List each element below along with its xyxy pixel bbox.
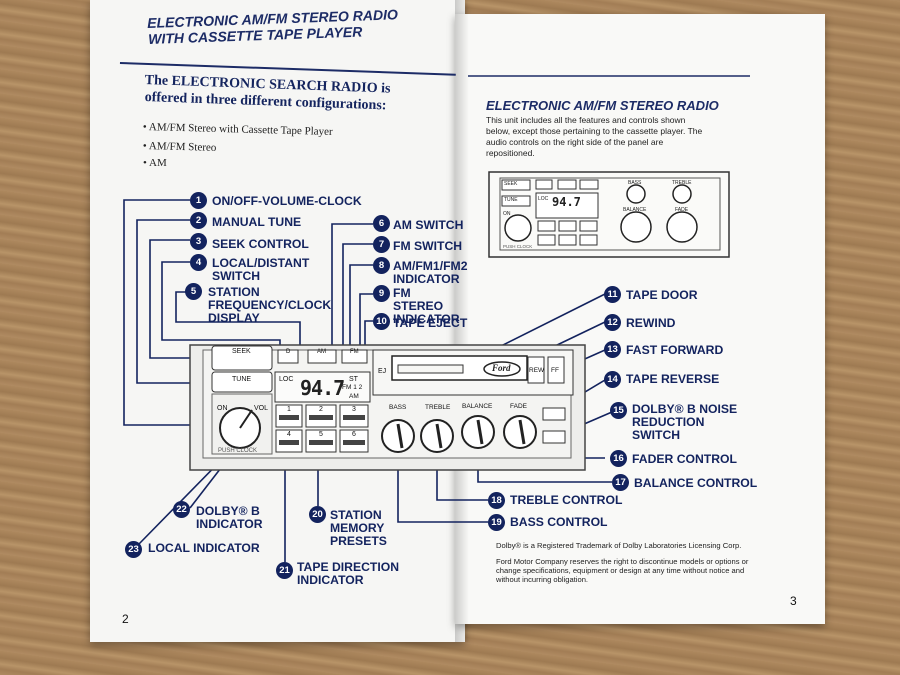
callout-14-badge: 14 (604, 371, 621, 388)
d-button-label: D (286, 349, 291, 355)
callout-10-badge: 10 (373, 313, 390, 330)
callout-1-badge: 1 (190, 192, 207, 209)
ford-note-line3: without incurring obligation. (496, 575, 589, 584)
callout-20-badge: 20 (309, 506, 326, 523)
config-item-3: • AM (143, 157, 167, 169)
mini-frequency-display: 94.7 (552, 195, 581, 209)
push-clock-label: PUSH CLOCK (218, 448, 258, 454)
preset-2-label: 2 (319, 406, 323, 413)
on-label: ON (217, 405, 228, 412)
callout-15-label: DOLBY® B NOISE REDUCTION SWITCH (632, 402, 738, 442)
right-page (455, 14, 825, 624)
callout-3-label: SEEK CONTROL (212, 237, 309, 251)
callout-11-badge: 11 (604, 286, 621, 303)
mini-on-label: ON (503, 211, 511, 217)
am-indicator-label: AM (349, 393, 359, 400)
loc-label: LOC (279, 376, 294, 383)
callout-8-label: AM/FM1/FM2 INDICATOR (393, 259, 468, 286)
callout-7-badge: 7 (373, 236, 390, 253)
preset-5-label: 5 (319, 431, 323, 438)
callout-22-badge: 22 (173, 501, 190, 518)
frequency-display: 94.7 (300, 376, 345, 400)
callout-23-badge: 23 (125, 541, 142, 558)
right-page-number: 3 (790, 594, 797, 608)
ford-logo: Ford (492, 363, 511, 373)
mini-treble-label: TREBLE (672, 180, 692, 186)
fade-knob-label: FADE (510, 403, 527, 410)
fm12-label: FM 1 2 (342, 384, 363, 391)
preset-3-label: 3 (352, 406, 356, 413)
ford-note-line2: change specifications, equipment or desi… (496, 566, 745, 575)
balance-knob-label: BALANCE (462, 403, 493, 410)
callout-18-badge: 18 (488, 492, 505, 509)
callout-8-badge: 8 (373, 257, 390, 274)
tune-label: TUNE (232, 376, 252, 383)
callout-10-label: TAPE EJECT (393, 316, 468, 330)
left-page (90, 0, 465, 642)
bass-knob-label: BASS (389, 404, 407, 411)
callout-19-label: BASS CONTROL (510, 515, 608, 529)
dolby-trademark-note: Dolby® is a Registered Trademark of Dolb… (496, 541, 742, 550)
callout-16-badge: 16 (610, 450, 627, 467)
treble-knob-label: TREBLE (425, 404, 451, 411)
rew-label: REW (529, 367, 545, 374)
callout-9-label: FM STEREO INDICATOR (393, 286, 460, 326)
right-title: ELECTRONIC AM/FM STEREO RADIO (486, 98, 719, 113)
ford-note-line1: Ford Motor Company reserves the right to… (496, 557, 749, 566)
callout-7-label: FM SWITCH (393, 239, 463, 253)
callout-9-badge: 9 (373, 285, 390, 302)
ej-label: EJ (378, 368, 387, 375)
mini-push-clock-label: PUSH CLOCK (503, 244, 533, 249)
vol-label: VOL (254, 405, 269, 412)
callout-12-label: REWIND (626, 316, 676, 330)
callout-21-badge: 21 (276, 562, 293, 579)
mini-seek-label: SEEK (504, 181, 518, 187)
callout-14-label: TAPE REVERSE (626, 372, 720, 386)
callout-16-label: FADER CONTROL (632, 452, 737, 466)
callout-12-badge: 12 (604, 314, 621, 331)
callout-6-label: AM SWITCH (393, 218, 464, 232)
mini-loc-label: LOC (538, 196, 549, 202)
callout-17-label: BALANCE CONTROL (634, 476, 758, 490)
mini-tune-label: TUNE (504, 197, 518, 203)
st-label: ST (349, 376, 358, 383)
right-desc-line4: repositioned. (486, 148, 535, 158)
callout-20-label: STATION MEMORY PRESETS (330, 508, 387, 548)
mini-balance-label: BALANCE (623, 207, 647, 213)
callout-3-badge: 3 (190, 233, 207, 250)
callout-21-label: TAPE DIRECTION INDICATOR (297, 560, 400, 587)
callout-23-label: LOCAL INDICATOR (148, 541, 260, 555)
mini-fade-label: FADE (675, 207, 689, 213)
preset-1-label: 1 (287, 406, 291, 413)
left-page-number: 2 (122, 612, 129, 626)
callout-2-label: MANUAL TUNE (212, 215, 302, 229)
callout-22-label: DOLBY® B INDICATOR (196, 504, 263, 531)
right-desc-line3: audio controls on the right side of the … (486, 137, 664, 147)
callout-4-badge: 4 (190, 254, 207, 271)
mini-bass-label: BASS (628, 180, 642, 186)
callout-5-label: STATION FREQUENCY/CLOCK DISPLAY (208, 285, 332, 325)
ff-label: FF (551, 367, 559, 374)
callout-6-badge: 6 (373, 215, 390, 232)
callout-4-label: LOCAL/DISTANT SWITCH (212, 256, 310, 283)
am-button-label: AM (317, 349, 326, 355)
callout-13-badge: 13 (604, 341, 621, 358)
fm-button-label: FM (350, 349, 359, 355)
callout-5-badge: 5 (185, 283, 202, 300)
callout-11-label: TAPE DOOR (626, 288, 698, 302)
callout-13-label: FAST FORWARD (626, 343, 724, 357)
callout-1-label: ON/OFF-VOLUME-CLOCK (212, 194, 362, 208)
callout-18-label: TREBLE CONTROL (510, 493, 623, 507)
right-desc-line2: below, except those pertaining to the ca… (486, 126, 703, 136)
preset-6-label: 6 (352, 431, 356, 438)
preset-4-label: 4 (287, 431, 291, 438)
right-desc-line1: This unit includes all the features and … (486, 115, 686, 125)
callout-2-badge: 2 (190, 212, 207, 229)
seek-label: SEEK (232, 348, 251, 355)
book-spine-shadow (455, 0, 469, 642)
callout-17-badge: 17 (612, 474, 629, 491)
callout-19-badge: 19 (488, 514, 505, 531)
callout-15-badge: 15 (610, 402, 627, 419)
